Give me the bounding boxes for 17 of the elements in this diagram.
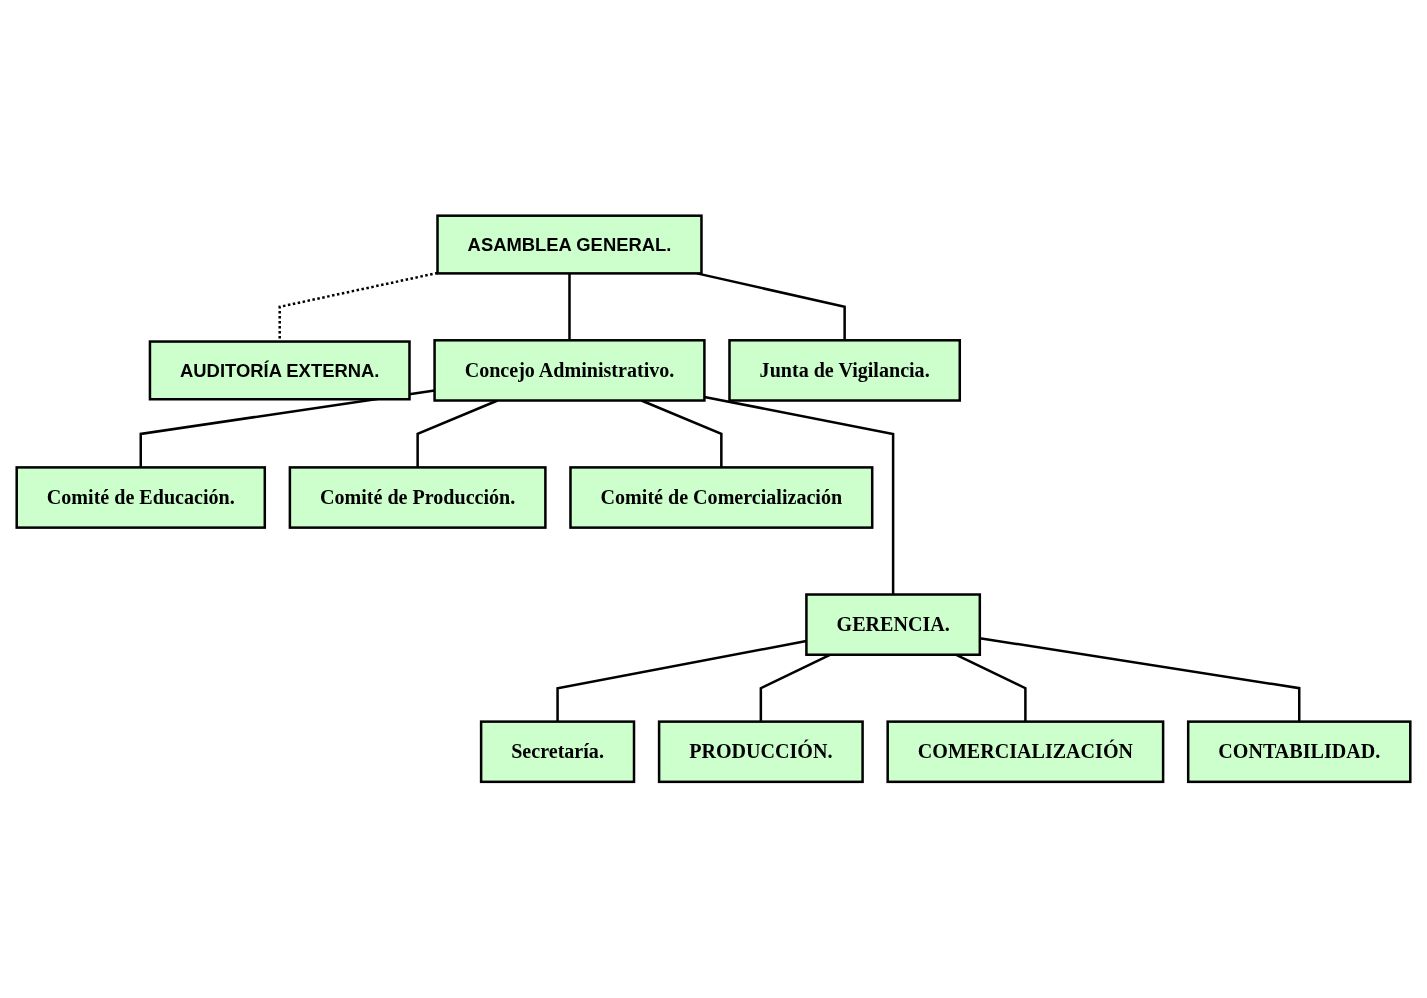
node-box: ASAMBLEA GENERAL. — [436, 214, 703, 275]
node-box: Secretaría. — [479, 720, 636, 784]
node-box: AUDITORÍA EXTERNA. — [148, 340, 411, 401]
node-box: GERENCIA. — [805, 593, 982, 657]
node-box: Concejo Administrativo. — [433, 339, 706, 402]
node-box: COMERCIALIZACIÓN — [886, 720, 1165, 784]
node-box: PRODUCCIÓN. — [657, 720, 864, 784]
node-box: Comité de Educación. — [15, 466, 267, 530]
node-box: CONTABILIDAD. — [1186, 720, 1412, 784]
node-box: Comité de Comercialización — [569, 466, 874, 530]
connector — [278, 271, 438, 342]
connector — [704, 395, 895, 595]
connector — [979, 637, 1301, 722]
node-box: Comité de Producción. — [288, 466, 547, 530]
connector — [568, 273, 571, 341]
node-box: Junta de Vigilancia. — [728, 339, 962, 402]
connector — [556, 640, 807, 722]
